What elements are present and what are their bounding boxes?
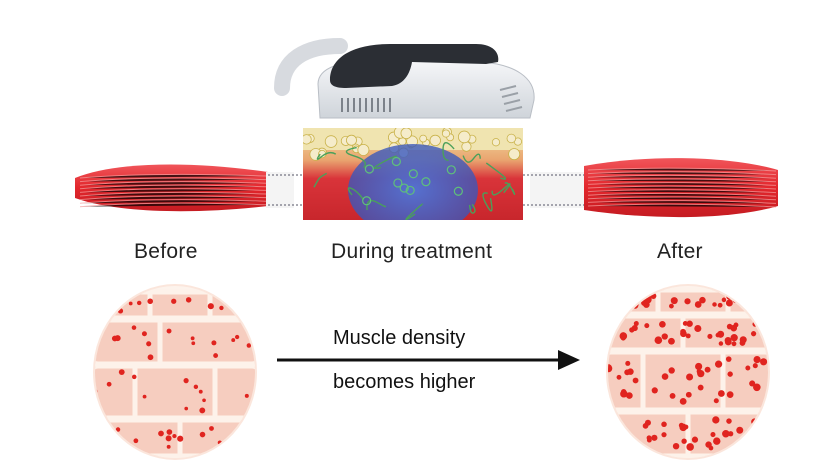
after-muscle-icon [523, 158, 778, 218]
before-muscle-icon [75, 164, 303, 212]
label-before: Before [134, 240, 198, 263]
after-cross-section-icon [606, 284, 770, 460]
before-cross-section-icon [93, 284, 257, 460]
caption-line-1: Muscle density [333, 327, 466, 349]
label-after: After [657, 240, 703, 263]
label-during: During treatment [331, 240, 493, 263]
treated-tissue-icon [303, 128, 523, 220]
caption-line-2: becomes higher [333, 371, 476, 393]
arrow-right-icon [277, 350, 580, 370]
treatment-device-icon [274, 38, 535, 119]
